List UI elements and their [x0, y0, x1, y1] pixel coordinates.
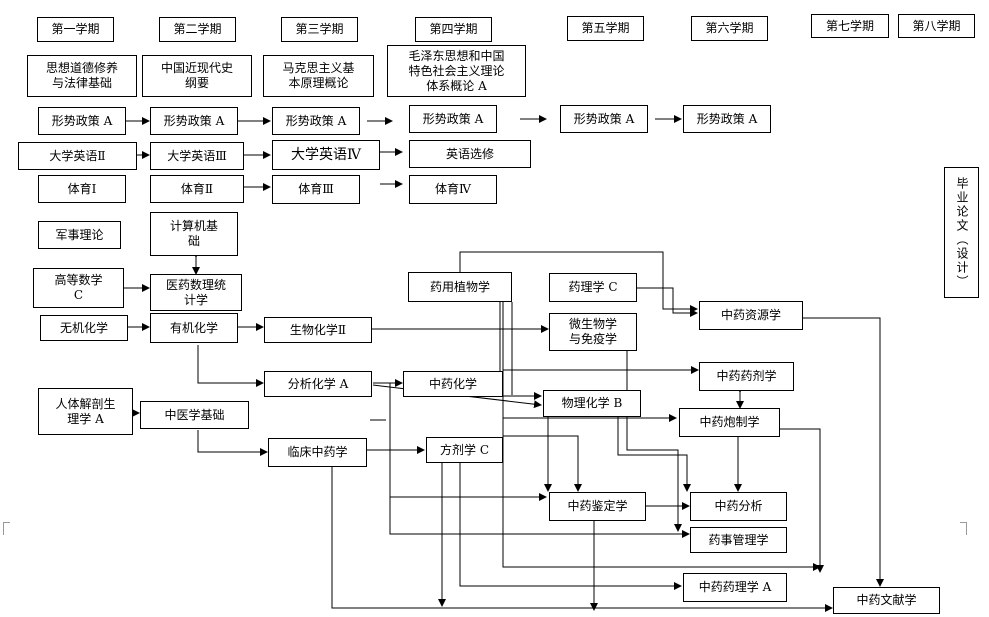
arrow-youji-fenxi	[197, 345, 264, 387]
course-tiyu-1: 体育Ⅰ	[38, 175, 126, 203]
arrow-yaoyong-wuli	[499, 302, 542, 400]
course-xingshi-4: 形势政策 A	[409, 105, 497, 133]
arrow-zhongyi-linchuang	[197, 430, 268, 456]
course-tiyu-3: 体育Ⅲ	[272, 175, 360, 204]
course-tiyu-4: 体育Ⅳ	[409, 175, 497, 204]
course-yingyu-xuanxiu: 英语选修	[409, 140, 531, 168]
semester-8-header: 第八学期	[898, 14, 975, 38]
course-makesi: 马克思主义基 本原理概论	[263, 55, 374, 97]
course-weishengwu: 微生物学 与免疫学	[549, 313, 637, 351]
course-zhongyao-fenxi: 中药分析	[690, 492, 787, 521]
page-corner-mark-right	[960, 522, 967, 535]
semester-5-header: 第五学期	[567, 16, 644, 41]
semester-6-header: 第六学期	[691, 16, 768, 41]
semester-4-header: 第四学期	[415, 17, 492, 42]
course-renti: 人体解剖生 理学 A	[38, 388, 133, 435]
course-shengwu: 生物化学Ⅱ	[264, 317, 372, 343]
course-xingshi-6: 形势政策 A	[683, 105, 771, 133]
course-junshi: 军事理论	[38, 221, 121, 249]
arrow-ziyuan-wenxian	[803, 317, 884, 587]
course-wuli: 物理化学 B	[543, 390, 641, 417]
course-zhongyao-yaoli: 中药药理学 A	[683, 573, 787, 602]
semester-1-header: 第一学期	[37, 17, 114, 42]
course-yingyu-4: 大学英语Ⅳ	[272, 140, 380, 170]
course-xingshi-3: 形势政策 A	[272, 107, 360, 135]
course-ziyuan: 中药资源学	[699, 301, 803, 330]
course-yingyu-2: 大学英语Ⅱ	[18, 142, 137, 170]
course-biye: 毕业论文（设计）	[944, 167, 979, 298]
course-fangji: 方剂学 C	[426, 437, 503, 463]
arrow-paozhi-wenxian	[780, 428, 824, 573]
course-zhongyaohua: 中药化学	[403, 371, 503, 397]
course-jisuanji: 计算机基 础	[150, 212, 238, 256]
course-xingshi-2: 形势政策 A	[150, 107, 238, 135]
semester-3-header: 第三学期	[281, 17, 358, 42]
arrow-fenxi-yaoshi	[389, 497, 690, 538]
course-biye-label: 毕业论文（设计）	[955, 176, 969, 289]
course-xingshi-1: 形势政策 A	[38, 107, 126, 135]
course-yaoyong: 药用植物学	[408, 272, 512, 302]
course-wenxian: 中药文献学	[833, 587, 940, 614]
course-zhongyi: 中医学基础	[140, 401, 249, 429]
arrow-fangji-yaoli	[459, 463, 682, 590]
course-maozedong: 毛泽东思想和中国 特色社会主义理论 体系概论 A	[387, 45, 526, 97]
semester-7-header: 第七学期	[811, 14, 889, 38]
course-yiyao-shuli: 医药数理统 计学	[150, 274, 242, 311]
course-xingshi-5: 形势政策 A	[560, 105, 648, 133]
course-jindaishi: 中国近现代史 纲要	[142, 55, 252, 97]
arrow-yaoyong-yaoli	[502, 302, 821, 571]
course-gaodeng: 高等数学 C	[33, 268, 124, 308]
arrow-fangji-jianding	[503, 435, 582, 492]
line-linchuang-bottom	[331, 467, 832, 609]
course-linchuang: 临床中药学	[268, 438, 367, 467]
course-sixiang: 思想道德修养 与法律基础	[27, 55, 137, 97]
course-youji: 有机化学	[150, 313, 238, 343]
course-yaoji: 中药药剂学	[699, 362, 794, 391]
page-corner-mark-left	[3, 522, 10, 535]
course-paozhi: 中药炮制学	[679, 408, 780, 437]
arrow-wuli-fenxi	[617, 417, 691, 492]
course-wuji: 无机化学	[40, 315, 128, 341]
course-jianding: 中药鉴定学	[549, 492, 646, 521]
course-tiyu-2: 体育Ⅱ	[150, 175, 244, 203]
course-yingyu-3: 大学英语Ⅲ	[150, 142, 244, 170]
course-fenxi: 分析化学 A	[264, 371, 372, 397]
course-yaoli: 药理学 C	[549, 273, 637, 302]
arrow-yaoyong-ziyuan	[459, 251, 698, 313]
semester-2-header: 第二学期	[159, 17, 236, 42]
arrow-yaoli-ziyuan	[637, 287, 698, 317]
course-yaoshi: 药事管理学	[690, 527, 787, 553]
